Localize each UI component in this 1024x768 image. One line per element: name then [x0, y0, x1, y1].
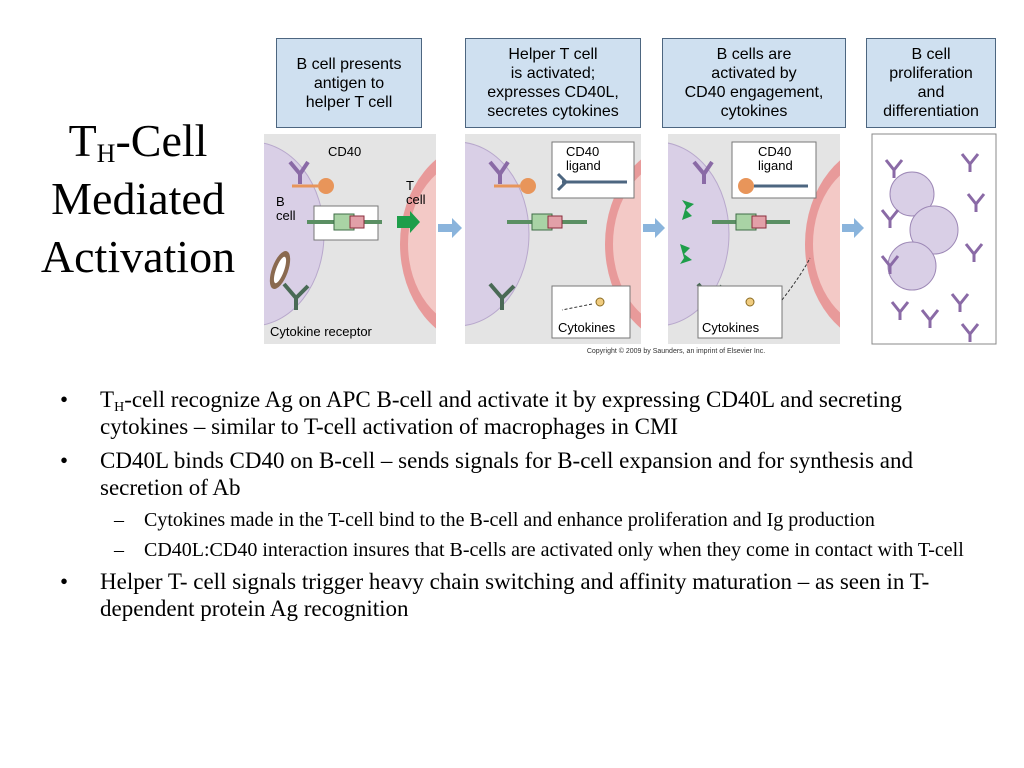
caption-step2: Helper T cell is activated; expresses CD… — [465, 38, 641, 128]
caption-step3: B cells are activated by CD40 engagement… — [662, 38, 846, 128]
bullet-marker: • — [60, 387, 69, 412]
slide-title: TH-Cell Mediated Activation — [18, 112, 258, 286]
label-cd40: CD40 — [328, 144, 361, 159]
step-arrow-3 — [842, 218, 864, 238]
label-b-cell-2: cell — [276, 208, 296, 223]
dash-marker: – — [114, 509, 124, 531]
panel-3: CD40 ligand Cytokines — [668, 134, 840, 344]
title-line2: Mediated — [51, 173, 225, 224]
figure-copyright: Copyright © 2009 by Saunders, an imprint… — [586, 348, 766, 355]
bullet-marker: • — [60, 448, 69, 473]
sub-bullet-1: – Cytokines made in the T-cell bind to t… — [114, 509, 875, 531]
bullet-marker: • — [60, 569, 69, 594]
caption-step1: B cell presents antigen to helper T cell — [276, 38, 422, 128]
bullet-1: • TH-cell recognize Ag on APC B-cell and… — [60, 387, 902, 439]
bullet-2: • CD40L binds CD40 on B-cell – sends sig… — [60, 448, 913, 500]
step-arrow-1 — [438, 218, 462, 238]
dash-marker: – — [114, 539, 124, 561]
label-t-cell-1: T — [406, 178, 414, 193]
panel-1: CD40 B cell T cell Cytokine receptor — [264, 134, 436, 344]
caption-step4: B cell proliferation and differentiation — [866, 38, 996, 128]
label-t-cell-2: cell — [406, 192, 426, 207]
label-cytokines-2: Cytokines — [702, 320, 760, 335]
title-line3: Activation — [40, 231, 236, 282]
label-cytokines-1: Cytokines — [558, 320, 616, 335]
label-cd40-ligand-2: ligand — [566, 158, 601, 173]
label-cytokine-receptor: Cytokine receptor — [270, 324, 373, 339]
panel-2: CD40 ligand Cytokines — [465, 134, 641, 344]
title-line1: TH-Cell — [68, 115, 208, 168]
bullet-3: • Helper T- cell signals trigger heavy c… — [60, 569, 930, 621]
label-cd40-ligand-1: CD40 — [566, 144, 599, 159]
sub-bullet-2: – CD40L:CD40 interaction insures that B-… — [114, 539, 964, 561]
label-cd40-ligand2-1: CD40 — [758, 144, 791, 159]
label-cd40-ligand2-2: ligand — [758, 158, 793, 173]
step-arrow-2 — [643, 218, 665, 238]
label-b-cell-1: B — [276, 194, 285, 209]
bullet-list: • TH-cell recognize Ag on APC B-cell and… — [58, 386, 978, 629]
panel-4 — [871, 133, 997, 345]
figure-panels: CD40 B cell T cell Cytokine receptor — [264, 133, 997, 345]
activation-figure: B cell presents antigen to helper T cell… — [262, 34, 1002, 364]
